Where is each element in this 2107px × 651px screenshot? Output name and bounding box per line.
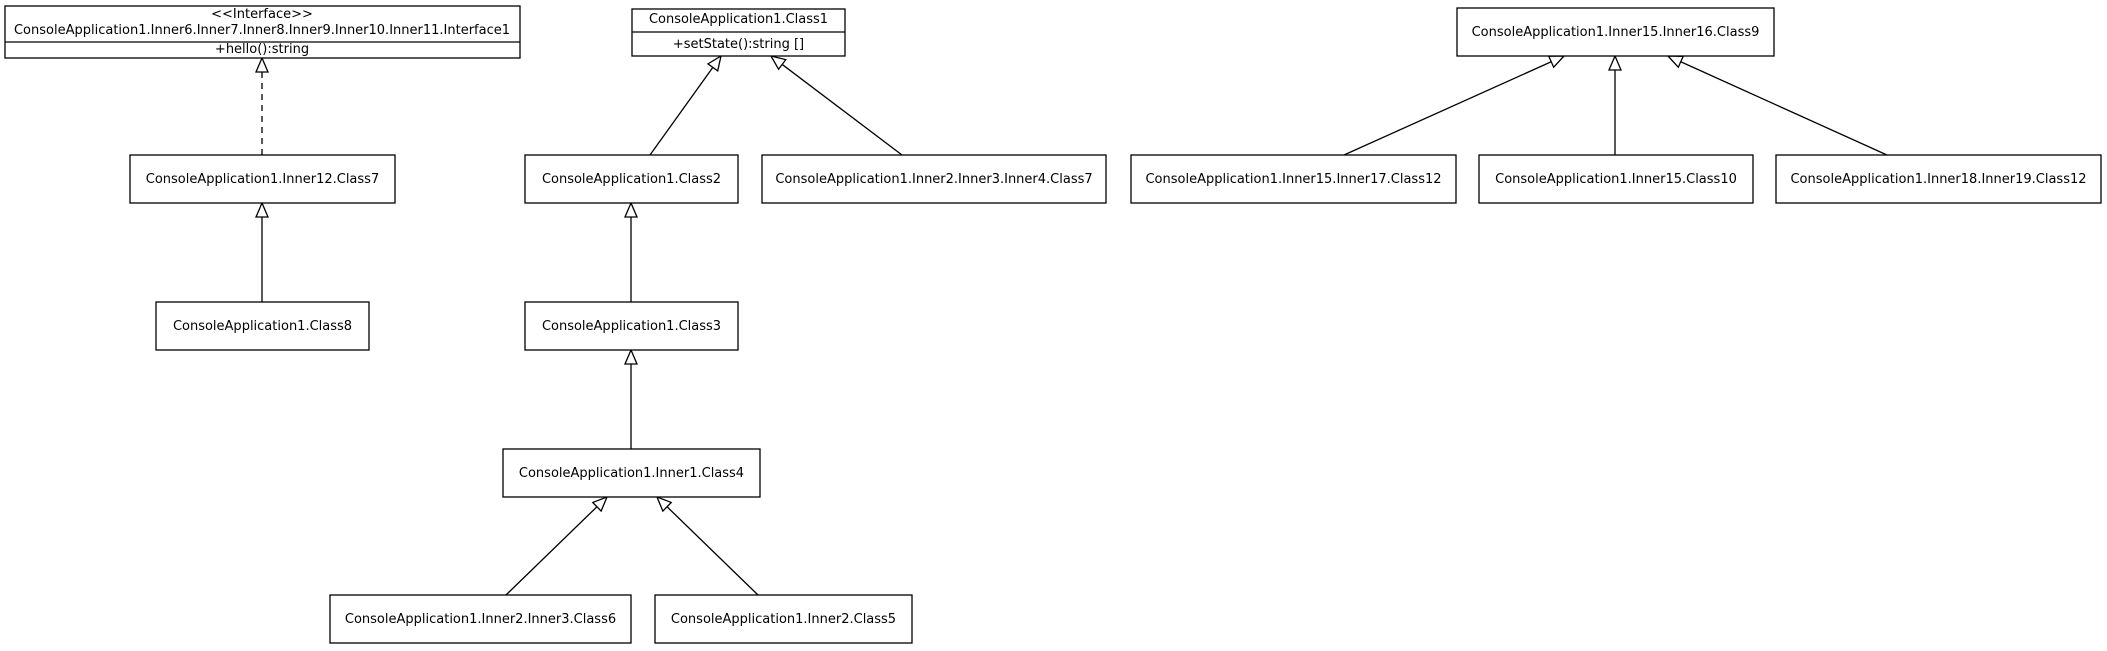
class-name: ConsoleApplication1.Class1 [649,12,828,27]
generalization-edge [649,54,722,156]
edge-line [781,63,903,156]
interface-member: +hello():string [215,42,309,57]
uml-class-inner12-class7[interactable]: ConsoleApplication1.Inner12.Class7 [129,154,396,204]
hollow-arrowhead [624,348,638,365]
uml-class-inner2-inner3-inner4-class7[interactable]: ConsoleApplication1.Inner2.Inner3.Inner4… [761,154,1107,204]
edge-line [1680,61,1888,156]
class-name: ConsoleApplication1.Class8 [173,319,352,334]
hollow-arrowhead [769,55,787,71]
edge-line [666,506,759,596]
class-name: ConsoleApplication1.Inner18.Inner19.Clas… [1790,172,2086,187]
generalization-edge [1608,54,1622,155]
uml-class-inner15-inner16-class9[interactable]: ConsoleApplication1.Inner15.Inner16.Clas… [1456,7,1775,57]
edge-line [1343,61,1552,156]
interface-name: ConsoleApplication1.Inner6.Inner7.Inner8… [14,23,510,38]
uml-class-inner15-inner17-class12[interactable]: ConsoleApplication1.Inner15.Inner17.Clas… [1130,154,1457,204]
generalization-edge [505,495,609,596]
class-name: ConsoleApplication1.Inner2.Inner3.Inner4… [775,172,1092,187]
generalization-edge [624,348,638,449]
stereotype-label: <<Interface>> [211,7,313,22]
class-name: ConsoleApplication1.Class2 [542,172,721,187]
uml-class-inner1-class4[interactable]: ConsoleApplication1.Inner1.Class4 [502,448,761,498]
edge-line [505,506,598,596]
hollow-arrowhead [591,495,609,513]
uml-class-class8[interactable]: ConsoleApplication1.Class8 [155,301,370,351]
hollow-arrowhead [706,54,722,72]
generalization-edge [624,201,638,302]
hollow-arrowhead [255,201,269,218]
uml-class-inner2-class5[interactable]: ConsoleApplication1.Inner2.Class5 [654,594,913,644]
uml-class-inner2-inner3-class6[interactable]: ConsoleApplication1.Inner2.Inner3.Class6 [329,594,632,644]
class-name: ConsoleApplication1.Inner12.Class7 [146,172,379,187]
hollow-arrowhead [1608,54,1622,71]
class-name: ConsoleApplication1.Inner15.Inner16.Clas… [1472,25,1760,40]
uml-class-class1[interactable]: ConsoleApplication1.Class1 +setState():s… [631,8,846,57]
hollow-arrowhead [1666,55,1685,69]
class-name: ConsoleApplication1.Inner1.Class4 [519,466,744,481]
class-name: ConsoleApplication1.Class3 [542,319,721,334]
uml-class-class3[interactable]: ConsoleApplication1.Class3 [524,301,739,351]
generalization-edge [255,201,269,302]
uml-interface-interface1[interactable]: <<Interface>> ConsoleApplication1.Inner6… [4,5,521,59]
class-member: +setState():string [] [673,37,804,52]
inheritance-edges [255,54,1888,596]
hollow-arrowhead [655,495,673,513]
class-name: ConsoleApplication1.Inner2.Inner3.Class6 [345,612,616,627]
generalization-edge [655,495,759,596]
uml-class-inner15-class10[interactable]: ConsoleApplication1.Inner15.Class10 [1478,154,1754,204]
generalization-edge [1666,55,1888,156]
uml-class-class2[interactable]: ConsoleApplication1.Class2 [524,154,739,204]
hollow-arrowhead [255,56,269,73]
generalization-edge [1343,55,1566,156]
hollow-arrowhead [624,201,638,218]
class-name: ConsoleApplication1.Inner15.Class10 [1495,172,1737,187]
edge-line [649,66,714,156]
realization-edge [255,56,269,155]
class-name: ConsoleApplication1.Inner15.Inner17.Clas… [1145,172,1441,187]
uml-class-inner18-inner19-class12[interactable]: ConsoleApplication1.Inner18.Inner19.Clas… [1775,154,2102,204]
generalization-edge [769,55,903,156]
class-name: ConsoleApplication1.Inner2.Class5 [671,612,896,627]
hollow-arrowhead [1547,55,1566,69]
